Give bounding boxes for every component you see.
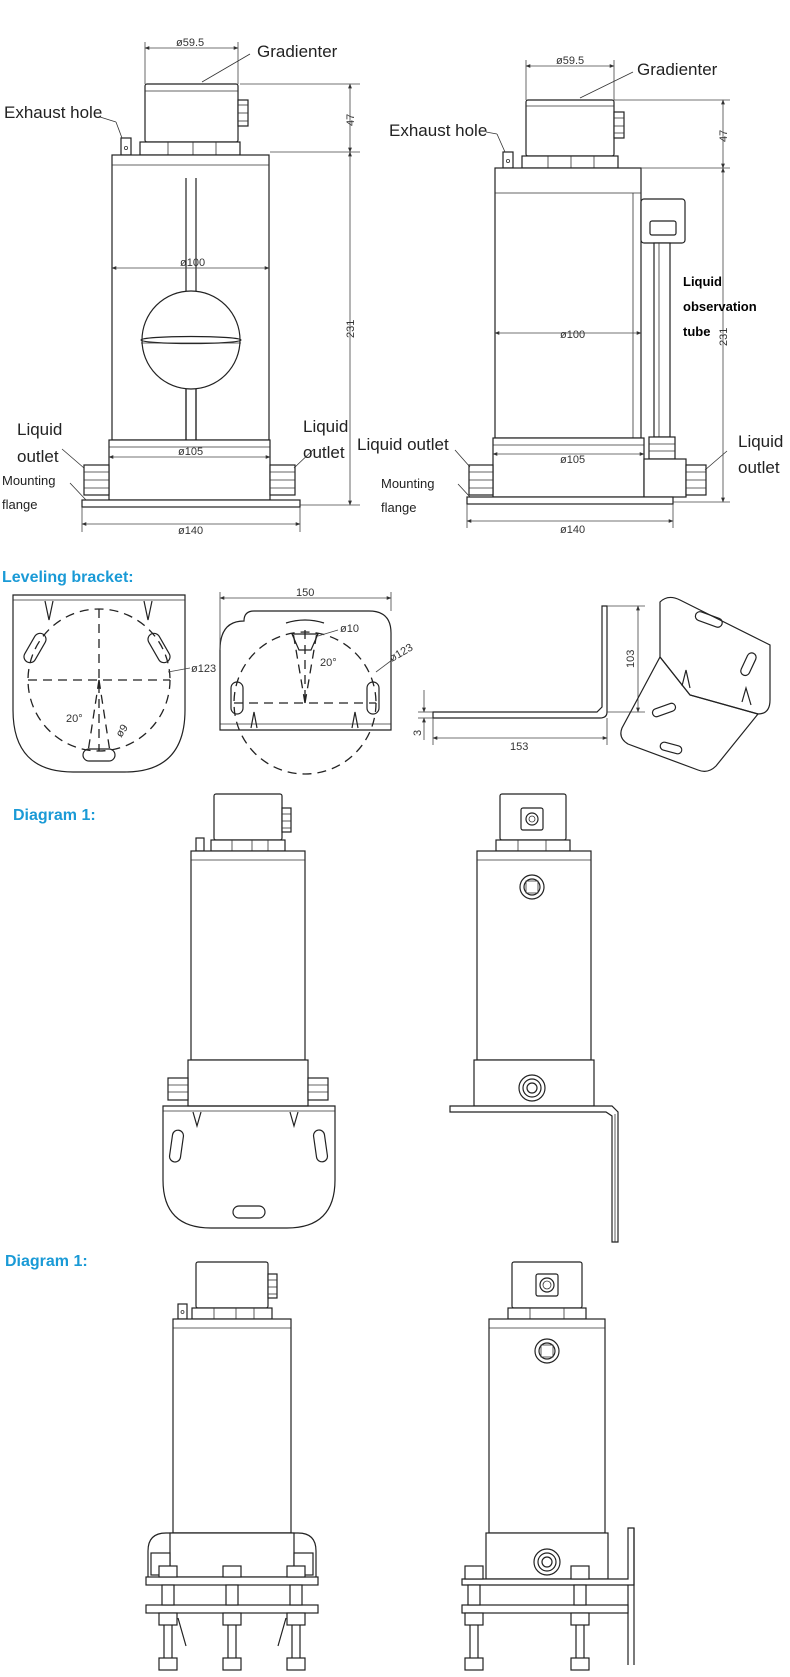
bracket-isometric xyxy=(620,596,771,772)
side-liquid-outlet-right-2: outlet xyxy=(738,458,780,477)
side-tube-label-3: tube xyxy=(683,324,710,339)
diagram-2-side-standoff-right xyxy=(570,1565,590,1671)
side-dim-base: ø105 xyxy=(560,454,585,466)
bracket-a-d9: ø9 xyxy=(114,722,131,739)
diagram-1-side-assembly xyxy=(449,793,619,1243)
diagram-1-front-assembly xyxy=(162,793,336,1229)
side-mounting-flange-1: Mounting xyxy=(381,476,434,491)
bracket-c-h103: 103 xyxy=(625,650,637,668)
diagram-2-standoff-right xyxy=(286,1565,306,1671)
bracket-a-angle: 20° xyxy=(66,713,83,725)
front-dim-flange: ø140 xyxy=(178,525,203,537)
bracket-side-profile xyxy=(418,605,645,745)
diagram-2-side-standoff-left xyxy=(464,1565,484,1671)
bracket-b-d10: ø10 xyxy=(340,623,359,635)
side-dim-top: ø59.5 xyxy=(556,55,584,67)
side-tube-label-1: Liquid xyxy=(683,274,722,289)
bracket-bottom-view xyxy=(12,594,191,773)
front-liquid-outlet-left-1: Liquid xyxy=(17,420,62,439)
diagram-1-heading: Diagram 1: xyxy=(13,807,96,824)
bracket-a-d123: ø123 xyxy=(191,663,216,675)
front-dim-body: ø100 xyxy=(180,257,205,269)
front-dim-base: ø105 xyxy=(178,446,203,458)
diagram-2-front-assembly xyxy=(145,1261,319,1671)
front-liquid-outlet-right-1: Liquid xyxy=(303,417,348,436)
side-mounting-flange-2: flange xyxy=(381,500,416,515)
side-dim-body: ø100 xyxy=(560,329,585,341)
bracket-b-d123: ø123 xyxy=(388,642,416,665)
front-liquid-outlet-right-2: outlet xyxy=(303,443,345,462)
side-tube-label-2: observation xyxy=(683,299,757,314)
side-liquid-outlet-right-1: Liquid xyxy=(738,432,783,451)
side-gradienter-label: Gradienter xyxy=(637,60,718,79)
front-dim-top: ø59.5 xyxy=(176,37,204,49)
front-mounting-flange-1: Mounting xyxy=(2,473,55,488)
front-mounting-flange-2: flange xyxy=(2,497,37,512)
front-view-drawing xyxy=(61,42,360,532)
front-exhaust-hole-label: Exhaust hole xyxy=(4,103,102,122)
bracket-top-view xyxy=(219,592,393,775)
diagram-2-side-assembly xyxy=(461,1261,635,1671)
front-dim-h2: 231 xyxy=(345,320,357,338)
front-dim-h1: 47 xyxy=(345,114,357,126)
side-dim-h2: 231 xyxy=(718,328,730,346)
bracket-c-w153: 153 xyxy=(510,741,528,753)
diagram-2-standoff-left xyxy=(158,1565,178,1671)
front-liquid-outlet-left-2: outlet xyxy=(17,447,59,466)
diagram-2-standoff-center xyxy=(222,1565,242,1671)
bracket-b-angle: 20° xyxy=(320,657,337,669)
front-gradienter-label: Gradienter xyxy=(257,42,338,61)
side-dim-flange: ø140 xyxy=(560,524,585,536)
side-dim-h1: 47 xyxy=(718,130,730,142)
side-liquid-outlet-left: Liquid outlet xyxy=(357,435,449,454)
bracket-b-w150: 150 xyxy=(296,587,314,599)
side-exhaust-hole-label: Exhaust hole xyxy=(389,121,487,140)
bracket-c-t3: 3 xyxy=(412,730,424,736)
side-view-drawing xyxy=(454,60,730,528)
diagram-2-heading: Diagram 1: xyxy=(5,1253,88,1270)
leveling-bracket-heading: Leveling bracket: xyxy=(2,569,134,586)
